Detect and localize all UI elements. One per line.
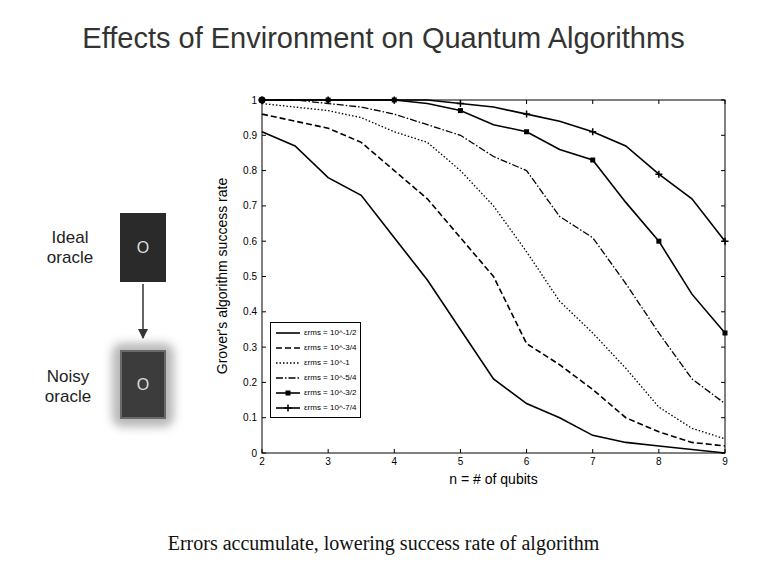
legend-entry: εrms = 10^-7/4 [275, 400, 356, 415]
y-tick-label: 1 [251, 95, 257, 106]
oracle-label: Ideal oracle [34, 228, 106, 268]
y-axis-title: Grover's algorithm success rate [214, 178, 230, 374]
legend-entry: εrms = 10^-5/4 [275, 370, 356, 385]
success-curve [259, 97, 729, 245]
legend-sample [275, 343, 301, 353]
success-curve [262, 100, 725, 404]
oracle-box: Ideal oracleO [120, 213, 166, 282]
x-tick-label: 2 [259, 456, 265, 467]
success-curve [259, 97, 726, 454]
x-tick-label: 7 [590, 456, 596, 467]
x-axis-title: n = # of qubits [449, 471, 537, 487]
x-tick [526, 100, 527, 453]
y-tick-label: 0 [251, 448, 257, 459]
y-tick-label: 0.5 [243, 271, 257, 282]
x-tick-label: 4 [392, 456, 398, 467]
slide-title: Effects of Environment on Quantum Algori… [0, 22, 767, 55]
legend-sample [275, 328, 301, 338]
x-tick [658, 100, 659, 453]
oracle-box: Noisy oracleO [120, 350, 166, 419]
legend-box: εrms = 10^-1/2 εrms = 10^-3/4 εrms = 10^-1… [270, 322, 361, 418]
y-tick [262, 241, 725, 242]
y-tick-label: 0.4 [243, 306, 257, 317]
legend-text: εrms = 10^-1 [304, 358, 350, 367]
success-curve [262, 104, 725, 439]
oracle-label: Noisy oracle [32, 367, 104, 407]
success-curve [262, 114, 725, 446]
y-tick-label: 0.3 [243, 342, 257, 353]
x-tick-label: 9 [722, 456, 728, 467]
x-tick-label: 6 [524, 456, 530, 467]
x-tick [394, 100, 395, 453]
legend-text: εrms = 10^-3/2 [304, 388, 356, 397]
x-tick [725, 100, 726, 453]
success-curve [260, 98, 728, 336]
legend-text: εrms = 10^-5/4 [304, 373, 356, 382]
plot-frame [262, 100, 725, 453]
slide-caption: Errors accumulate, lowering success rate… [0, 532, 767, 555]
legend-sample [275, 403, 301, 413]
x-tick-label: 3 [325, 456, 331, 467]
legend-entry: εrms = 10^-3/2 [275, 385, 356, 400]
y-tick [262, 453, 725, 454]
legend-text: εrms = 10^-7/4 [304, 403, 356, 412]
y-tick [262, 135, 725, 136]
x-tick [460, 100, 461, 453]
legend-sample [275, 373, 301, 383]
legend-entry: εrms = 10^-1/2 [275, 325, 356, 340]
y-tick-label: 0.9 [243, 130, 257, 141]
y-tick-label: 0.1 [243, 412, 257, 423]
noise-halo [112, 343, 174, 427]
y-tick [262, 311, 725, 312]
y-tick-label: 0.7 [243, 200, 257, 211]
y-tick-label: 0.8 [243, 165, 257, 176]
legend-entry: εrms = 10^-3/4 [275, 340, 356, 355]
legend-text: εrms = 10^-3/4 [304, 343, 356, 352]
legend-entry: εrms = 10^-1 [275, 355, 356, 370]
legend-sample [275, 388, 301, 398]
x-tick [592, 100, 593, 453]
x-tick-label: 8 [656, 456, 662, 467]
legend-text: εrms = 10^-1/2 [304, 328, 356, 337]
y-tick-label: 0.2 [243, 377, 257, 388]
x-tick-label: 5 [458, 456, 464, 467]
plot-area [259, 97, 729, 454]
oracle-symbol: O [137, 376, 149, 394]
flow-arrow [142, 284, 144, 338]
oracle-symbol: O [137, 239, 149, 257]
y-tick-label: 0.6 [243, 236, 257, 247]
x-tick [262, 100, 263, 453]
legend-sample [275, 358, 301, 368]
